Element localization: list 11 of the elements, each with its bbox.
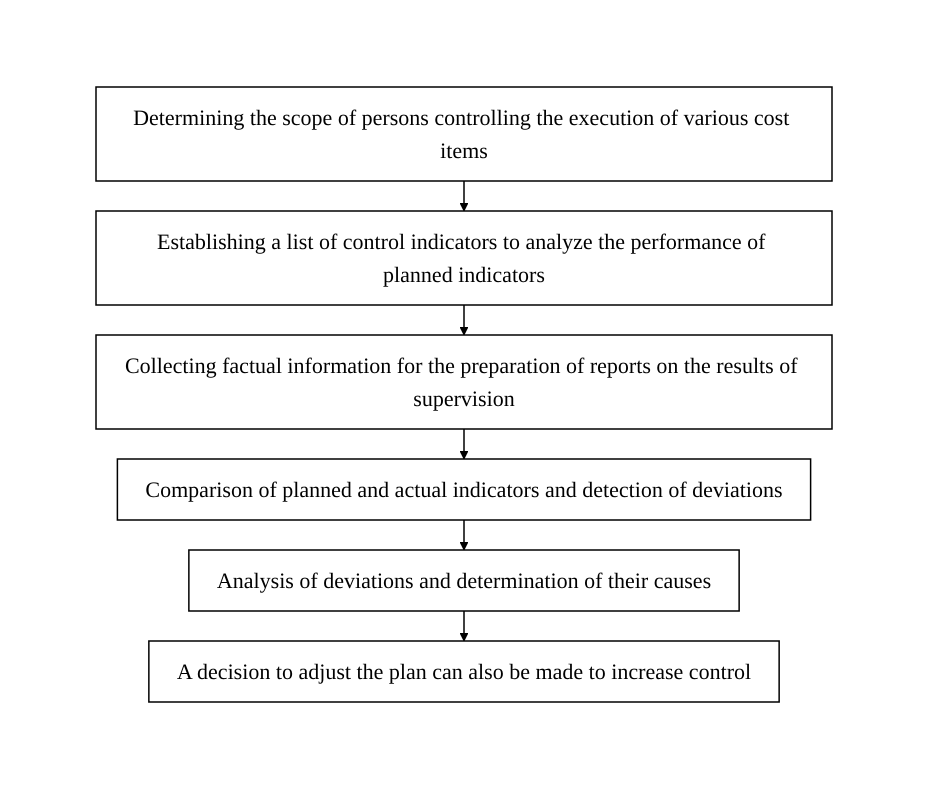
node-box: Comparison of planned and actual indicators and detection of deviations bbox=[116, 458, 812, 521]
node-box: Determining the scope of persons controlling the execution of various cost items bbox=[95, 86, 833, 182]
arrow bbox=[460, 520, 468, 550]
arrow bbox=[460, 611, 468, 642]
node-box: A decision to adjust the plan can also be made to increase control bbox=[148, 640, 780, 703]
arrow bbox=[460, 429, 468, 460]
node-box: Establishing a list of control indicators to analyze the performance of planned indicators bbox=[95, 210, 833, 306]
node-box: Collecting factual information for the preparation of reports on the results of supervision bbox=[95, 334, 833, 430]
node-box: Analysis of deviations and determination of their causes bbox=[188, 549, 740, 612]
arrow bbox=[460, 181, 468, 212]
arrow bbox=[460, 305, 468, 336]
